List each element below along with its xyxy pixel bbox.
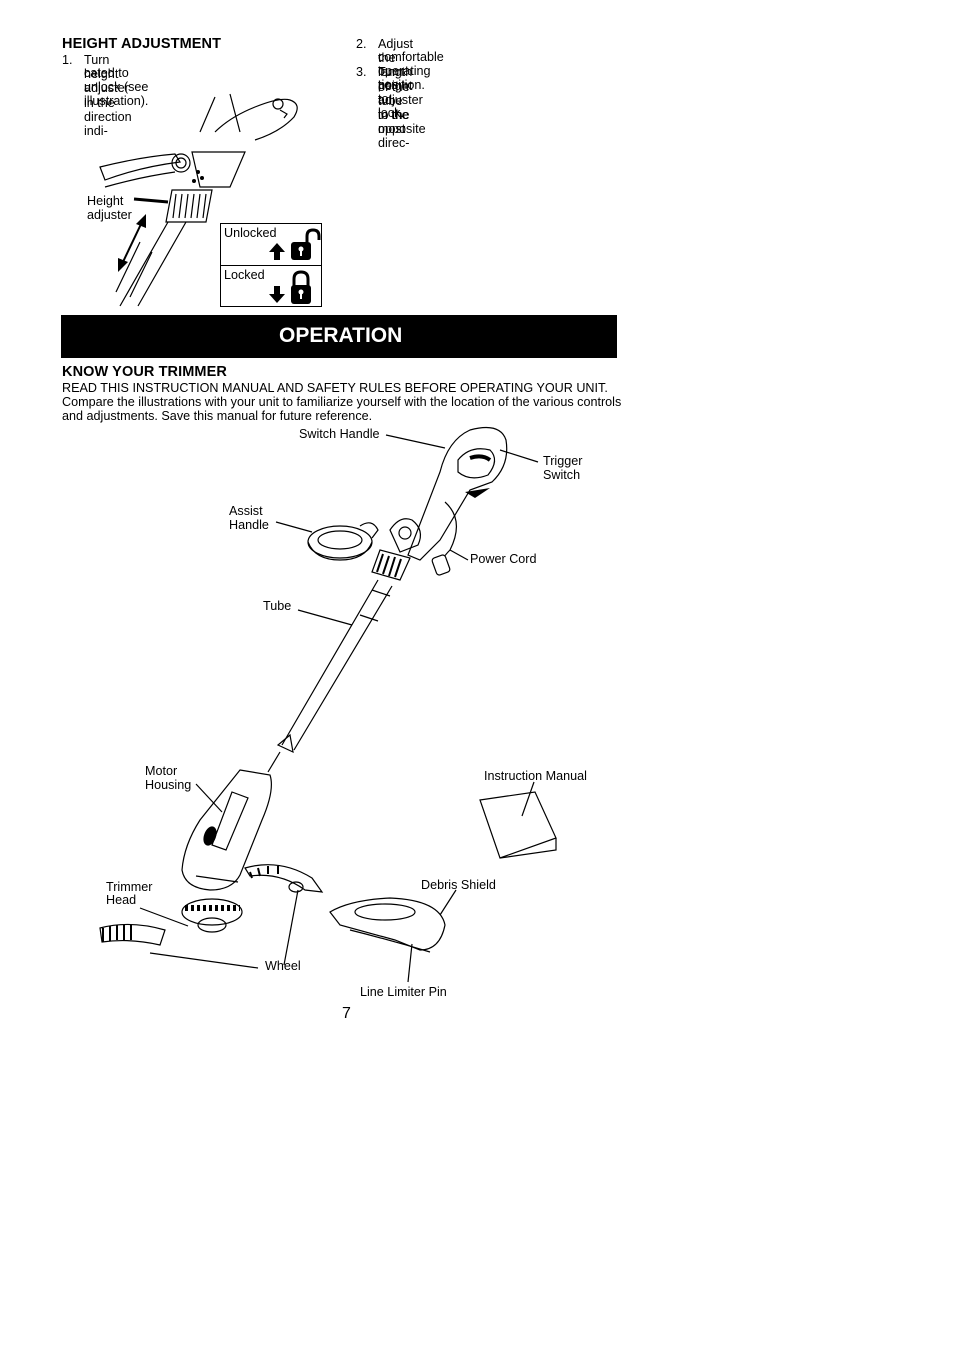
- trimmer-parts-illustration: [99, 427, 557, 983]
- label-wheel: Wheel: [265, 959, 301, 973]
- unlocked-padlock-icon: [291, 228, 321, 260]
- instruction-manual-drawing: [479, 791, 557, 859]
- label-height-adjuster-line2: adjuster: [87, 208, 132, 222]
- trimmer-head-drawing: [181, 898, 243, 933]
- locked-label: Locked: [224, 268, 265, 282]
- lock-legend: Unlocked Locked: [220, 223, 322, 307]
- label-trimmer-head-line1: Trimmer: [106, 880, 153, 894]
- arrow-down-icon: [269, 286, 285, 303]
- label-assist-handle-line2: Handle: [229, 518, 269, 532]
- arrow-up-icon: [269, 243, 285, 260]
- operation-banner: OPERATION: [61, 315, 617, 358]
- switch-handle-drawing: [407, 427, 508, 561]
- label-motor-housing-line2: Housing: [145, 778, 192, 792]
- intro-line-1: READ THIS INSTRUCTION MANUAL AND SAFETY …: [62, 381, 608, 395]
- locked-padlock-icon: [291, 270, 311, 304]
- label-trigger-switch-line2: Switch: [543, 468, 581, 482]
- label-debris-shield: Debris Shield: [421, 878, 496, 892]
- operation-title: OPERATION: [279, 324, 403, 347]
- label-power-cord: Power Cord: [470, 552, 537, 566]
- label-instruction-manual: Instruction Manual: [484, 769, 587, 783]
- label-height-adjuster-line1: Height: [87, 194, 124, 208]
- height-adjuster-illustration: [99, 93, 298, 307]
- assist-handle-drawing: [307, 522, 379, 561]
- label-assist-handle-line1: Assist: [229, 504, 263, 518]
- motor-housing-drawing: [181, 769, 272, 891]
- unlocked-label: Unlocked: [224, 226, 277, 240]
- know-your-trimmer-heading: KNOW YOUR TRIMMER: [62, 364, 227, 380]
- label-trigger-switch-line1: Trigger: [543, 454, 583, 468]
- label-switch-handle: Switch Handle: [299, 427, 380, 441]
- double-arrow-icon: [118, 214, 146, 272]
- height-adjustment-heading: HEIGHT ADJUSTMENT: [62, 36, 222, 52]
- wheel-drawing: [99, 864, 324, 946]
- label-tube: Tube: [263, 599, 292, 613]
- label-motor-housing-line1: Motor: [145, 764, 178, 778]
- page-number: 7: [342, 1005, 351, 1022]
- intro-line-3: and adjustments. Save this manual for fu…: [62, 409, 373, 423]
- label-line-limiter-pin: Line Limiter Pin: [360, 985, 447, 999]
- intro-line-2: Compare the illustrations with your unit…: [62, 395, 622, 409]
- debris-shield-drawing: [329, 897, 446, 953]
- label-trimmer-head-line2: Head: [106, 893, 137, 907]
